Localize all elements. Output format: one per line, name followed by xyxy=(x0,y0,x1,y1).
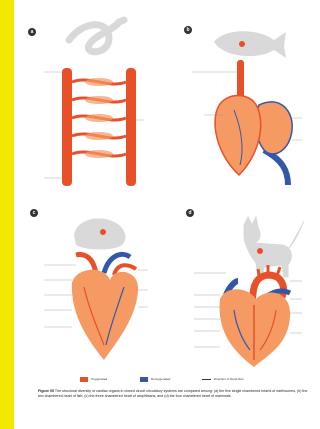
frog-heart-marker xyxy=(100,229,106,235)
legend-label-flow: Direction of blood flow xyxy=(214,376,244,382)
panel-badge-a: a xyxy=(28,28,36,36)
panel-badge-d: d xyxy=(186,209,194,217)
heart-chamber-4 xyxy=(85,132,113,140)
fish-ventricle xyxy=(215,96,261,176)
fish-heart-marker xyxy=(239,41,245,47)
frog-heart-diagram xyxy=(14,195,164,370)
heart-chamber-5 xyxy=(85,150,113,158)
legend-swatch-deoxygenated xyxy=(140,377,148,382)
heart-chamber-3 xyxy=(85,114,113,122)
figure-page: a xyxy=(14,0,320,429)
panel-badge-c: c xyxy=(30,209,38,217)
frog-silhouette xyxy=(74,218,125,249)
earthworm-silhouette xyxy=(69,20,124,52)
heart-chamber-1 xyxy=(85,78,113,86)
legend-arrow-icon xyxy=(202,379,211,380)
caption-text: The structural diversity of cardiac orga… xyxy=(38,389,307,398)
cat-heart-diagram xyxy=(164,195,320,370)
caption-label: Figure 05 xyxy=(38,389,54,393)
panel-badge-b: b xyxy=(184,26,192,34)
fish-ventral-aorta xyxy=(237,60,244,100)
frog-heart xyxy=(72,270,138,360)
legend-swatch-oxygenated xyxy=(80,377,88,382)
earthworm-diagram xyxy=(14,0,164,190)
legend-label-oxygenated: Oxygenated xyxy=(91,376,107,382)
panel-frog: c xyxy=(14,195,164,370)
panel-fish: b xyxy=(164,0,320,190)
cat-heart xyxy=(220,289,291,367)
fish-silhouette xyxy=(214,31,286,58)
dorsal-vessel-right xyxy=(126,68,136,186)
fish-vena-cava xyxy=(264,150,288,185)
cat-heart-marker xyxy=(257,248,263,254)
panel-cat: d xyxy=(164,195,320,370)
cat-silhouette xyxy=(244,217,304,277)
heart-chamber-2 xyxy=(85,96,113,104)
figure-legend: Oxygenated Deoxygenated Direction of blo… xyxy=(40,376,310,384)
figure-caption: Figure 05 The structural diversity of ca… xyxy=(38,389,310,399)
panel-earthworm: a xyxy=(14,0,164,190)
legend-label-deoxygenated: Deoxygenated xyxy=(151,376,170,382)
dorsal-vessel-left xyxy=(62,68,72,186)
